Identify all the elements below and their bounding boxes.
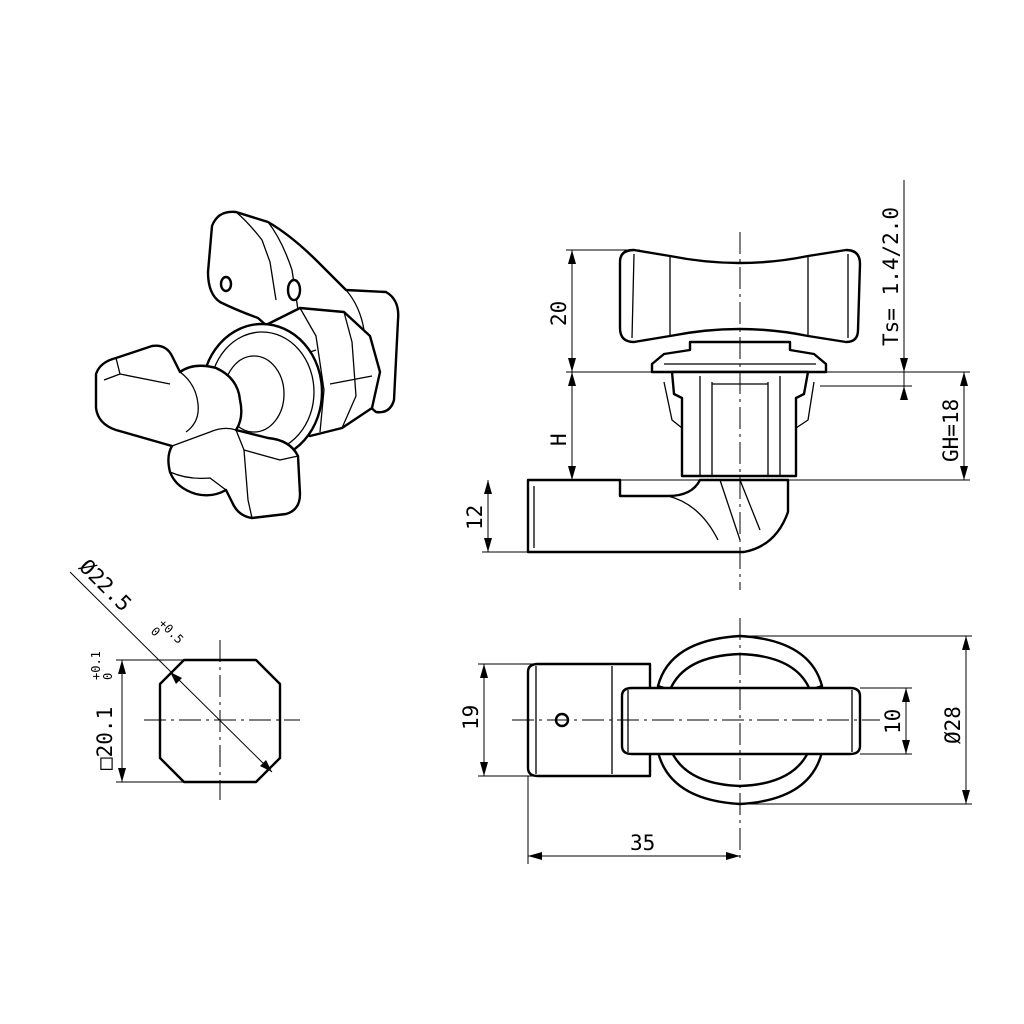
dim-gh-label: GH=18 [939, 399, 963, 462]
dim-20-label: 20 [547, 301, 571, 326]
isometric-view [94, 210, 400, 520]
dim-10-label: 10 [881, 709, 905, 734]
dim-ts-label: Ts= 1.4/2.0 [879, 207, 903, 346]
dim-19-label: 19 [459, 705, 483, 730]
dim-square-tol-lower: 0 [101, 673, 115, 680]
dim-square-tol-upper: +0.1 [89, 651, 103, 680]
dim-12-label: 12 [463, 505, 487, 530]
dim-diameter-tol-lower: 0 [148, 624, 163, 639]
dimensions [69, 180, 972, 864]
dim-square-label: □20.1 [93, 707, 117, 770]
front-view [526, 248, 862, 554]
dim-28-label: Ø28 [941, 706, 965, 744]
dim-h-label: H [547, 433, 571, 446]
dimension-labels: 20 H 12 Ts= 1.4/2.0 GH=18 19 10 Ø28 35 □… [74, 207, 965, 855]
dim-35-label: 35 [630, 831, 655, 855]
